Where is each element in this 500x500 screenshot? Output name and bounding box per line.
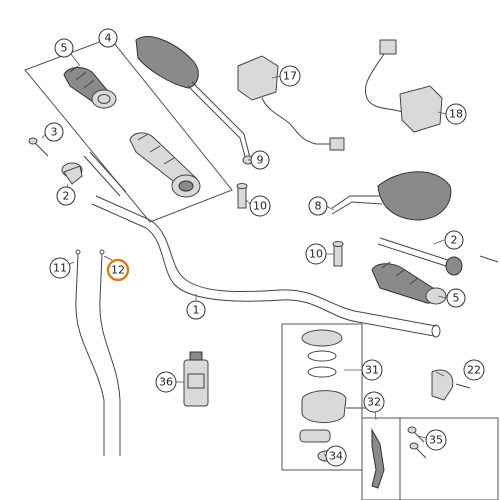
- callout-34-label: 34: [329, 450, 343, 463]
- master-cylinder-part: [299, 329, 366, 462]
- right-grip-part: [371, 261, 447, 305]
- right-mirror-part: [331, 171, 452, 221]
- callout-35[interactable]: 35: [425, 429, 447, 451]
- callout-8[interactable]: 8: [308, 196, 328, 216]
- kit-box-35: [399, 417, 499, 500]
- callout-10-right[interactable]: 10: [305, 243, 327, 265]
- callout-2-left[interactable]: 2: [56, 186, 76, 206]
- callout-3-label: 3: [51, 126, 58, 139]
- switch-part-17: [237, 55, 345, 151]
- callout-31-label: 31: [365, 364, 379, 377]
- callout-10-left[interactable]: 10: [249, 195, 271, 217]
- callout-32[interactable]: 32: [363, 391, 385, 413]
- callout-5-upper-label: 5: [61, 42, 68, 55]
- leader-lines: [41, 38, 447, 457]
- callout-5-upper[interactable]: 5: [54, 38, 74, 58]
- throttle-cable-12: [99, 249, 121, 456]
- screw-set-part-35: [407, 426, 427, 459]
- callout-12-label: 12: [111, 264, 125, 277]
- callout-11[interactable]: 11: [49, 257, 71, 279]
- callout-10-left-label: 10: [253, 200, 267, 213]
- callout-34[interactable]: 34: [325, 445, 347, 467]
- left-mirror-part: [135, 36, 254, 165]
- callout-22-label: 22: [467, 364, 481, 377]
- bolt-part-10-left: [236, 183, 248, 209]
- screw-part-3: [28, 137, 49, 157]
- callout-36[interactable]: 36: [155, 371, 177, 393]
- left-grip-part: [63, 65, 117, 109]
- callout-36-label: 36: [159, 376, 173, 389]
- callout-10-right-label: 10: [309, 248, 323, 261]
- kit-box-32: [361, 417, 401, 500]
- callout-12-highlighted[interactable]: 12: [106, 258, 130, 282]
- callout-35-label: 35: [429, 434, 443, 447]
- callout-4[interactable]: 4: [98, 28, 118, 48]
- bar-end-part-2-right: [377, 237, 499, 276]
- callout-5-right-label: 5: [453, 292, 460, 305]
- callout-17[interactable]: 17: [279, 65, 301, 87]
- callout-1[interactable]: 1: [186, 300, 206, 320]
- callout-22[interactable]: 22: [463, 359, 485, 381]
- callout-2-left-label: 2: [63, 190, 70, 203]
- callout-31[interactable]: 31: [361, 359, 383, 381]
- throttle-cable-11: [75, 249, 105, 456]
- kit-box-4: [24, 37, 233, 223]
- callout-18-label: 18: [449, 108, 463, 121]
- callout-9[interactable]: 9: [250, 150, 270, 170]
- callout-11-label: 11: [53, 262, 67, 275]
- callout-18[interactable]: 18: [445, 103, 467, 125]
- callout-32-label: 32: [367, 396, 381, 409]
- brake-lever-part: [371, 428, 385, 489]
- clamp-part-22: [431, 369, 471, 401]
- throttle-grip-part: [129, 132, 201, 198]
- bar-end-part-2-left: [61, 151, 127, 197]
- fluid-bottle-part-36: [183, 351, 209, 407]
- callout-5-right[interactable]: 5: [446, 288, 466, 308]
- callout-17-label: 17: [283, 70, 297, 83]
- callout-2-right-label: 2: [451, 234, 458, 247]
- callout-1-label: 1: [193, 304, 200, 317]
- callout-3[interactable]: 3: [44, 122, 64, 142]
- bolt-part-10-right: [332, 241, 344, 267]
- callout-4-label: 4: [105, 32, 112, 45]
- callout-8-label: 8: [315, 200, 322, 213]
- callout-9-label: 9: [257, 154, 264, 167]
- handlebar-part-1: [91, 195, 441, 338]
- switch-part-18: [364, 39, 443, 133]
- callout-2-right[interactable]: 2: [444, 230, 464, 250]
